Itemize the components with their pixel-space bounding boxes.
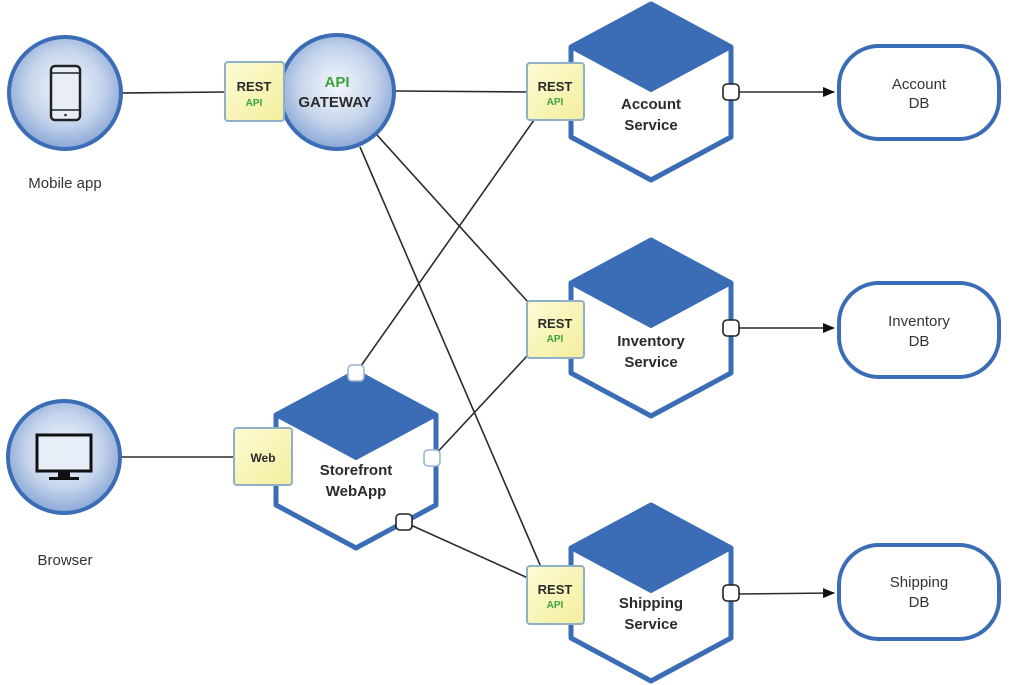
api-label: API [547,600,564,611]
mobile-app-label: Mobile app [28,175,101,192]
shipping-rest-port[interactable]: REST API [526,565,585,625]
storefront-web-port[interactable]: Web [233,427,293,486]
output-port[interactable] [722,584,740,602]
storefront-line2: WebApp [326,483,387,500]
account-db[interactable]: Account DB [837,44,1001,141]
account-rest-port[interactable]: REST API [526,62,585,121]
gateway-label: GATEWAY [298,94,371,111]
gateway-rest-port[interactable]: REST API [224,61,285,122]
link-shipping-db [737,588,835,599]
account-service[interactable]: Account Service [568,1,740,183]
inventory-db-line2: DB [909,333,930,350]
link-gateway-inventory [376,134,529,303]
inventory-db[interactable]: Inventory DB [837,281,1001,379]
rest-label: REST [538,316,573,331]
storefront-webapp[interactable]: Storefront WebApp [273,364,441,551]
output-port[interactable] [722,319,740,337]
inventory-db-line1: Inventory [888,313,950,330]
account-service-line1: Account [621,96,681,113]
api-label: API [246,98,263,109]
output-port[interactable] [722,83,740,101]
hexagon-top-face [569,2,733,92]
bottom-port[interactable] [395,513,413,531]
browser-label: Browser [37,552,92,569]
inventory-service-line1: Inventory [617,333,685,350]
shipping-db-line1: Shipping [890,574,948,591]
link-storefront-inventory [431,354,529,459]
account-db-line2: DB [909,95,930,112]
link-gateway-shipping [359,146,542,568]
account-service-line2: Service [624,117,677,134]
shipping-service-line1: Shipping [619,595,683,612]
inventory-service-line2: Service [624,354,677,371]
shipping-service[interactable]: Shipping Service [568,502,740,684]
rest-label: REST [538,582,573,597]
link-storefront-account [355,119,535,374]
gateway-api-label: API [324,74,349,91]
connectors [121,87,835,599]
hexagon-top-face [274,370,438,460]
web-label: Web [250,451,275,465]
link-storefront-shipping [403,521,529,579]
mobile-app-client[interactable]: Mobile app [7,35,123,192]
hexagon-top-face [569,238,733,328]
browser-client[interactable]: Browser [6,399,122,569]
rest-label: REST [538,79,573,94]
account-db-line1: Account [892,76,947,93]
api-gateway[interactable]: API GATEWAY [278,33,396,151]
storefront-line1: Storefront [320,462,393,479]
inventory-rest-port[interactable]: REST API [526,300,585,359]
shipping-service-line2: Service [624,616,677,633]
shipping-db-line2: DB [909,594,930,611]
top-port[interactable] [347,364,365,382]
shipping-db[interactable]: Shipping DB [837,543,1001,641]
smartphone-icon [49,64,82,122]
hexagon-top-face [569,503,733,593]
right-port[interactable] [423,449,441,467]
rest-label: REST [237,79,272,94]
inventory-service[interactable]: Inventory Service [568,237,740,419]
monitor-icon [35,433,93,480]
api-label: API [547,97,564,108]
link-mobile-gateway [121,91,227,94]
api-label: API [547,334,564,345]
link-gateway-account [394,90,529,93]
